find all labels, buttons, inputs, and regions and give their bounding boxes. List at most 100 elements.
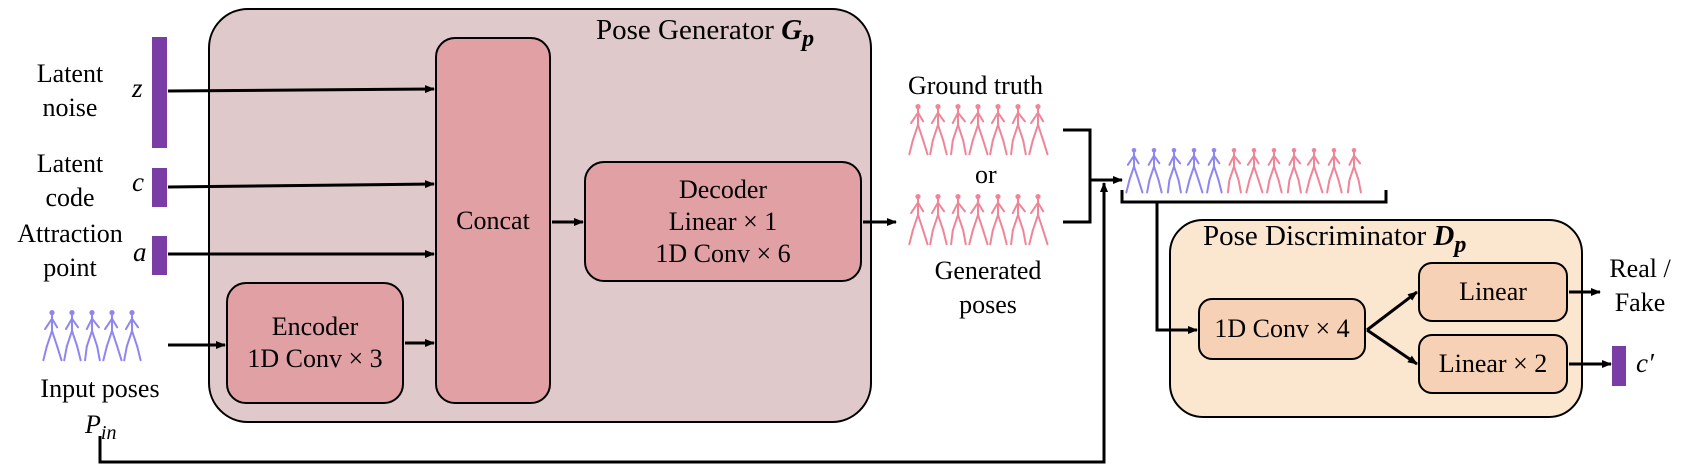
pose-head xyxy=(1271,148,1277,153)
pose-limb xyxy=(929,229,934,246)
pose-limb xyxy=(1157,179,1163,194)
pose-limb xyxy=(931,123,939,142)
pose-limb xyxy=(990,201,999,215)
pose-limb xyxy=(997,111,1006,123)
pose-limb xyxy=(1011,213,1019,232)
encoder-block: Encoder 1D Conv × 3 xyxy=(226,282,404,404)
pose-limb xyxy=(44,317,53,331)
pose-limb xyxy=(957,123,965,142)
pose-limb xyxy=(1257,179,1264,194)
pose-limb xyxy=(1133,154,1140,165)
c-arrow xyxy=(167,180,435,189)
pose-head xyxy=(1231,148,1237,153)
pose-limb xyxy=(989,229,994,246)
pose-limb xyxy=(917,201,925,213)
pose-limb xyxy=(1031,213,1039,232)
pose-limb xyxy=(997,123,1005,142)
pose-limb xyxy=(1017,213,1025,232)
pose-limb xyxy=(1328,165,1335,182)
pose-limb xyxy=(970,201,979,215)
pose-limb xyxy=(42,345,48,362)
pose-limb xyxy=(1288,165,1295,182)
pose-limb xyxy=(1017,123,1025,142)
pose-limb xyxy=(1011,201,1019,215)
pose-limb xyxy=(1148,165,1155,182)
pose-limb xyxy=(968,229,974,246)
pose-limb xyxy=(1333,154,1341,165)
pose-limb xyxy=(96,345,101,362)
pose-limb xyxy=(1186,154,1195,166)
pose-limb xyxy=(1177,179,1182,194)
pose-limb xyxy=(957,201,966,213)
pose-limb xyxy=(85,329,93,348)
pose-limb xyxy=(991,213,999,232)
generator-title: Pose Generator Gp xyxy=(596,14,814,53)
input-poses-label: Input poses xyxy=(40,374,160,403)
concat-block: Concat xyxy=(435,37,551,404)
input-poses-symbol: Pin xyxy=(85,410,117,444)
pose-limb xyxy=(1188,165,1195,182)
pose-limb xyxy=(1253,165,1260,182)
pose-limb xyxy=(51,329,59,348)
pose-limb xyxy=(1353,154,1362,165)
pose-limb xyxy=(957,111,966,123)
discriminator-title-text: Pose Discriminator xyxy=(1203,220,1427,252)
conv-to-linear2-arrow xyxy=(1366,328,1418,366)
pose-limb xyxy=(962,229,967,246)
to-discriminator-arrow xyxy=(1155,202,1198,334)
decoder-line2: Linear × 1 xyxy=(668,206,778,236)
pose-limb xyxy=(1030,201,1039,215)
pose-limb xyxy=(1245,179,1251,194)
pose-head xyxy=(915,194,921,200)
pose-head xyxy=(975,104,981,110)
decoder-line1: Decoder xyxy=(678,174,768,204)
pose-limb xyxy=(111,317,119,329)
pose-limb xyxy=(977,201,985,213)
pose-head xyxy=(955,104,961,110)
pose-limb xyxy=(1022,139,1027,156)
pose-limb xyxy=(1173,165,1180,182)
pose-limb xyxy=(1333,165,1340,182)
disc-linear2-label: Linear × 2 xyxy=(1438,349,1548,378)
pose-limb xyxy=(1237,179,1242,194)
pose-limb xyxy=(71,329,79,348)
pose-limb xyxy=(982,139,989,156)
pose-limb xyxy=(1017,201,1026,213)
z-symbol: z xyxy=(132,73,143,103)
pose-limb xyxy=(1308,165,1315,182)
pose-limb xyxy=(977,213,985,232)
pose-limb xyxy=(1213,165,1220,182)
pose-limb xyxy=(997,201,1006,213)
pose-limb xyxy=(911,123,919,142)
pose-head xyxy=(1035,104,1041,110)
pose-limb xyxy=(111,329,119,348)
pose-limb xyxy=(1348,165,1355,182)
conv-to-linear-arrow xyxy=(1366,290,1418,332)
pose-head xyxy=(1131,148,1137,153)
pose-limb xyxy=(917,123,925,142)
pose-limb xyxy=(1357,179,1362,194)
pose-limb xyxy=(1233,165,1240,182)
pose-limb xyxy=(1233,154,1242,165)
pose-limb xyxy=(1125,179,1131,194)
pose-limb xyxy=(1011,123,1019,142)
pose-limb xyxy=(1193,154,1200,165)
pose-head xyxy=(1211,148,1217,153)
pose-limb xyxy=(971,213,979,232)
pose-head xyxy=(1291,148,1297,153)
pose-limb xyxy=(1022,229,1027,246)
pose-limb xyxy=(908,229,914,246)
pose-head xyxy=(1311,148,1317,153)
pose-limb xyxy=(116,345,123,362)
pose-limb xyxy=(1185,179,1191,194)
pose-limb xyxy=(917,213,925,232)
pose-head xyxy=(129,310,135,316)
pose-limb xyxy=(1017,111,1026,123)
pose-limb xyxy=(1168,165,1175,182)
pose-limb xyxy=(1293,154,1302,165)
output-code-symbol: c′ xyxy=(1636,348,1654,378)
pose-head xyxy=(995,104,1001,110)
pose-head xyxy=(1015,104,1021,110)
pose-limb xyxy=(1248,165,1255,182)
